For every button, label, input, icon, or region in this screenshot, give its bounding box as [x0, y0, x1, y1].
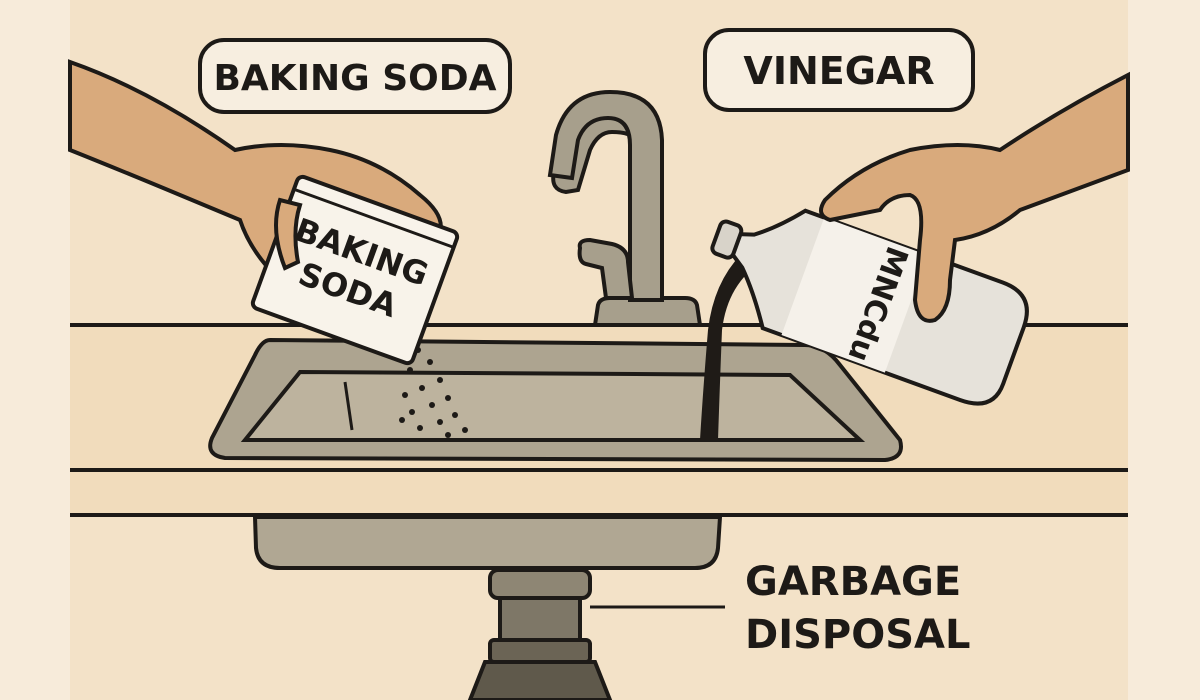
vinegar-bottle: MNCdu — [710, 208, 1029, 406]
disposal-label-line2: DISPOSAL — [745, 612, 970, 658]
garbage-disposal — [467, 568, 613, 700]
sink-basin — [208, 337, 903, 463]
right-hand — [819, 71, 1130, 323]
baking-soda-tag-text: BAKING SODA — [213, 58, 496, 99]
vinegar-tag: VINEGAR — [703, 28, 975, 112]
baking-soda-tag: BAKING SODA — [198, 38, 512, 114]
baking-soda-powder — [399, 347, 468, 438]
faucet — [547, 89, 703, 327]
left-thumb — [274, 197, 303, 271]
vinegar-stream — [700, 240, 768, 440]
vinegar-tag-text: VINEGAR — [743, 49, 934, 93]
baking-soda-box: BAKING SODA — [250, 174, 460, 366]
disposal-label-line1: GARBAGE — [745, 559, 961, 605]
under-sink-bowl — [252, 515, 723, 570]
